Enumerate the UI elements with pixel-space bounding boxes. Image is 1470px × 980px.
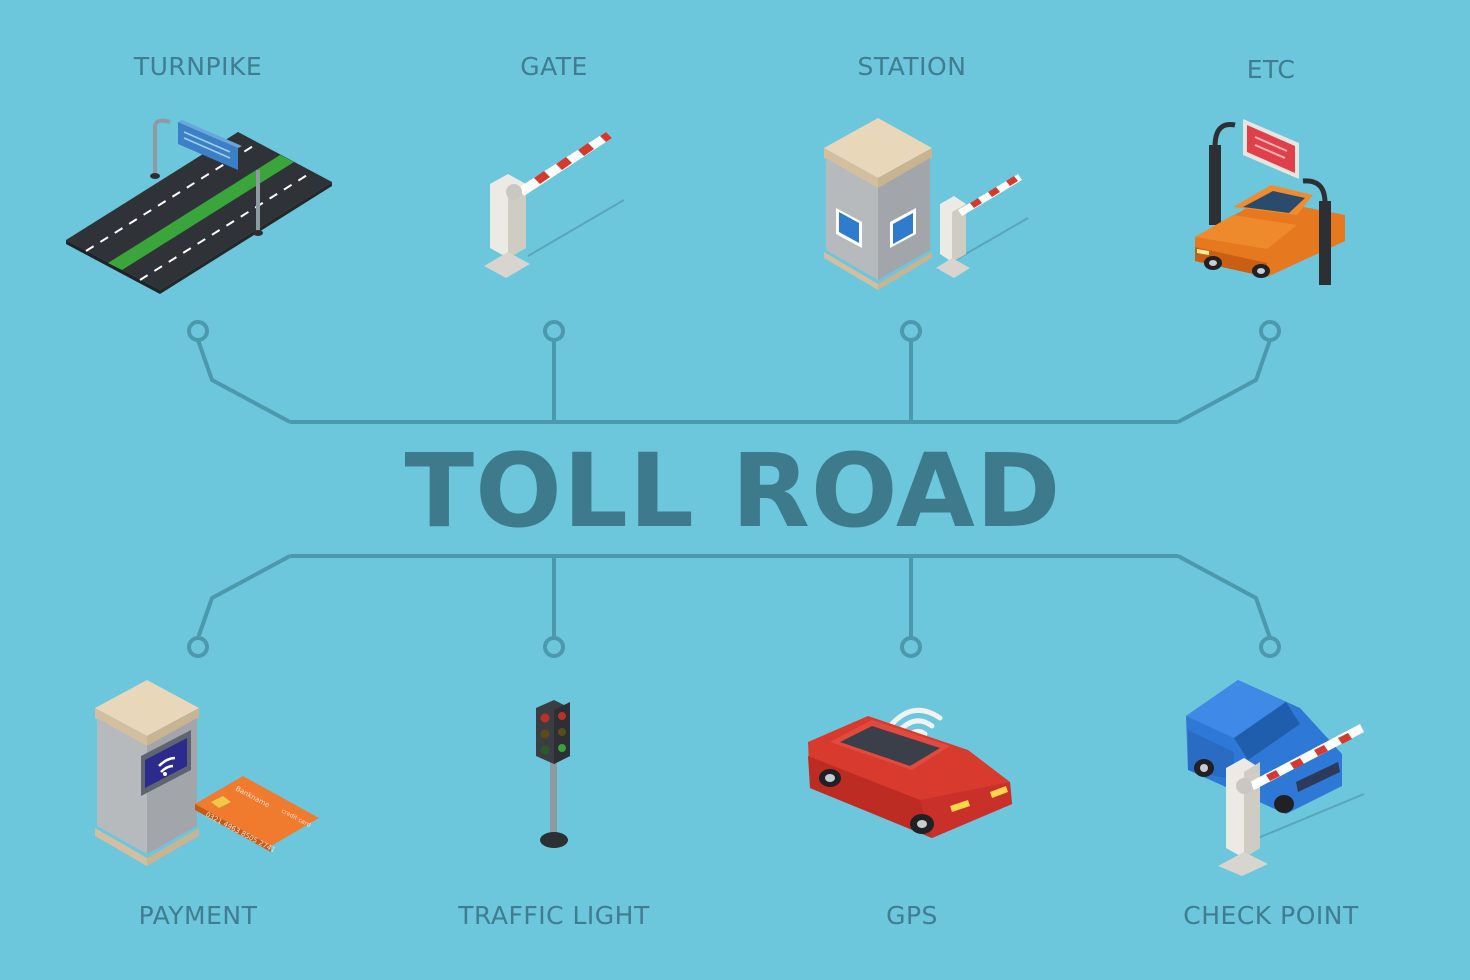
label-check-point: CHECK POINT — [1183, 901, 1359, 930]
gps-car-icon — [808, 707, 1012, 838]
label-station: STATION — [857, 52, 967, 81]
station-icon — [824, 118, 1029, 290]
label-payment: PAYMENT — [138, 901, 258, 930]
label-turnpike: TURNPIKE — [133, 52, 263, 81]
gate-icon — [484, 132, 625, 278]
diagram-title: TOLL ROAD — [404, 432, 1062, 551]
label-etc: ETC — [1246, 55, 1296, 84]
payment-icon: Bankname credit card 0321 4963 8505 2741 — [95, 680, 319, 866]
etc-icon — [1195, 119, 1345, 285]
label-gps: GPS — [886, 901, 938, 930]
check-point-icon — [1186, 680, 1365, 876]
turnpike-icon — [66, 118, 332, 294]
label-traffic-light: TRAFFIC LIGHT — [458, 901, 650, 930]
traffic-light-icon — [536, 700, 570, 848]
label-gate: GATE — [520, 52, 588, 81]
